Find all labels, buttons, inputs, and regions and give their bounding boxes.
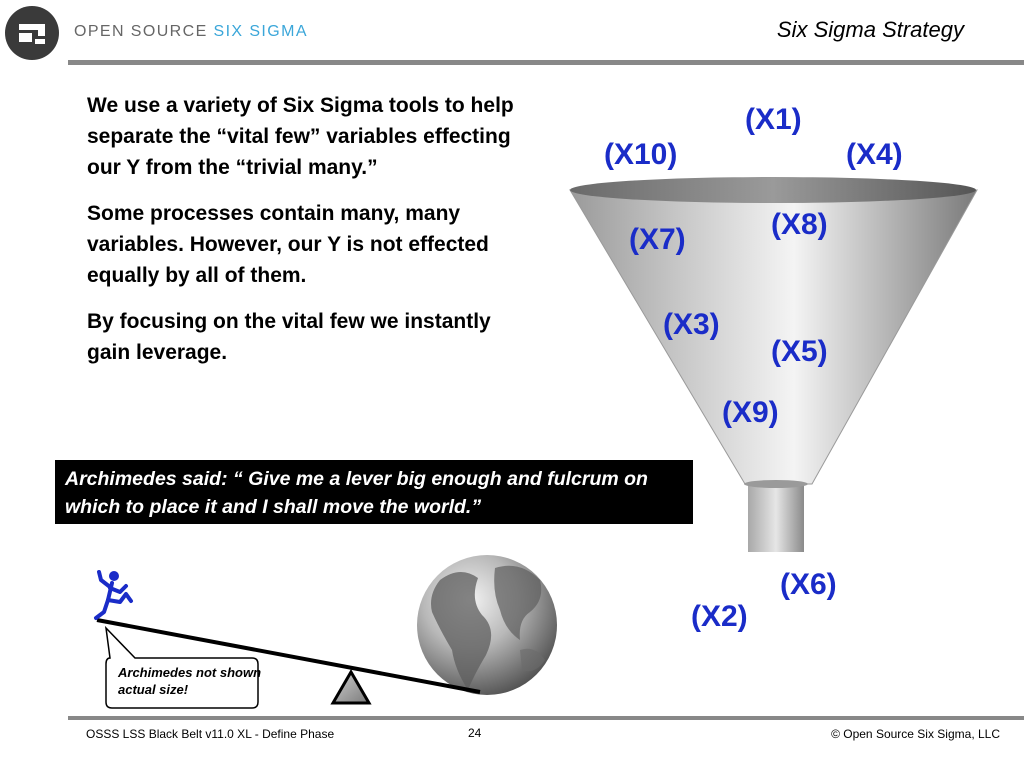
footer-course-info: OSSS LSS Black Belt v11.0 XL - Define Ph… (86, 727, 335, 741)
brand-name: OPEN SOURCE SIX SIGMA (74, 23, 308, 41)
logo (5, 6, 59, 60)
callout-bubble (104, 625, 259, 709)
paragraph-many-variables: Some processes contain many, many variab… (87, 202, 489, 287)
label-x3: (X3) (663, 308, 720, 341)
label-x4: (X4) (846, 138, 903, 171)
label-x9: (X9) (722, 396, 779, 429)
brand-primary: OPEN SOURCE (74, 23, 208, 40)
label-x5: (X5) (771, 335, 828, 368)
funnel (569, 177, 978, 552)
label-x8: (X8) (771, 208, 828, 241)
paragraph-vital-few: We use a variety of Six Sigma tools to h… (87, 94, 514, 179)
page-title: Six Sigma Strategy (776, 17, 964, 42)
archimedes-figure-icon (94, 570, 133, 620)
label-x6: (X6) (780, 568, 837, 601)
paragraph-leverage: By focusing on the vital few we instantl… (87, 310, 491, 364)
label-x1: (X1) (745, 103, 802, 136)
header-divider (68, 60, 1024, 65)
footer-copyright: © Open Source Six Sigma, LLC (831, 727, 1000, 741)
label-x7: (X7) (629, 223, 686, 256)
page-number: 24 (468, 726, 482, 740)
label-x10: (X10) (604, 138, 678, 171)
fulcrum (330, 669, 372, 705)
callout-text: Archimedes not shown actual size! (118, 665, 262, 697)
label-x2: (X2) (691, 600, 748, 633)
archimedes-quote: Archimedes said: “ Give me a lever big e… (55, 460, 693, 524)
globe (417, 555, 557, 695)
logo-mark-icon (19, 24, 45, 44)
lever (96, 618, 481, 694)
brand-accent: SIX SIGMA (213, 23, 308, 40)
footer-divider (68, 716, 1024, 720)
body-text: We use a variety of Six Sigma tools to h… (87, 90, 517, 383)
